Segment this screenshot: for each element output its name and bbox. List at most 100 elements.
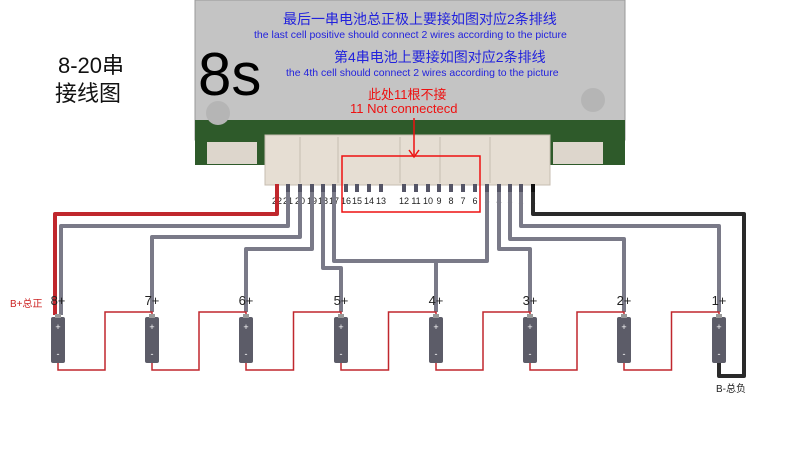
- battery-terminal: [621, 314, 627, 318]
- pin-label-16: 16: [341, 196, 351, 206]
- series-wire: [151, 311, 247, 371]
- main-connector: [264, 134, 551, 186]
- pin-17: [332, 184, 336, 192]
- pin-20: [298, 184, 302, 192]
- note2-cn: 第4串电池上要接如图对应2条排线: [334, 49, 546, 65]
- screw-left-icon: [206, 101, 230, 125]
- plus-sign: +: [243, 322, 248, 332]
- pin-4: [497, 184, 501, 192]
- wire-pin4: [497, 192, 532, 312]
- b-minus-label: B-总负: [716, 384, 746, 395]
- series-wire: [623, 311, 720, 371]
- wire-pin1-bminus: [531, 192, 746, 378]
- battery-cell-icon: [712, 317, 726, 363]
- pin-18: [321, 184, 325, 192]
- cell-label-7+: 7+: [145, 293, 160, 308]
- note2-en: the 4th cell should connect 2 wires acco…: [286, 67, 559, 79]
- pin-5: [485, 184, 489, 192]
- bms-board: [194, 0, 626, 141]
- pin-12: [402, 184, 406, 192]
- note3-en: 11 Not connectecd: [350, 101, 458, 116]
- plus-sign: +: [433, 322, 438, 332]
- pin-10: [426, 184, 430, 192]
- not-connected-box: [341, 155, 481, 213]
- battery-cell-icon: [51, 317, 65, 363]
- title-line2: 接线图: [55, 81, 122, 106]
- b-plus-label: B+总正: [10, 299, 43, 310]
- minus-sign: -: [435, 349, 438, 359]
- pin-13: [379, 184, 383, 192]
- pin-2: [519, 184, 523, 192]
- plus-sign: +: [55, 322, 60, 332]
- minus-sign: -: [57, 349, 60, 359]
- battery-cell-icon: [429, 317, 443, 363]
- pin-6: [473, 184, 477, 192]
- pin-label-11: 11: [411, 196, 420, 206]
- wire-pin3: [508, 192, 626, 312]
- note1-cn: 最后一串电池总正极上要接如图对应2条排线: [283, 11, 557, 27]
- pin-22: [275, 184, 279, 192]
- series-wire: [529, 311, 625, 371]
- pin-8: [449, 184, 453, 192]
- cell-label-1+: 1+: [712, 293, 727, 308]
- series-wire: [57, 311, 153, 371]
- pin-16: [344, 184, 348, 192]
- pin-15: [355, 184, 359, 192]
- cell-label-2+: 2+: [617, 293, 632, 308]
- battery-terminal: [716, 314, 722, 318]
- pin-19: [310, 184, 314, 192]
- pin-label-7: 7: [460, 196, 465, 206]
- pin-label-6: 6: [472, 196, 477, 206]
- plus-sign: +: [338, 322, 343, 332]
- minus-sign: -: [151, 349, 154, 359]
- cell-label-6+: 6+: [239, 293, 254, 308]
- plus-sign: +: [527, 322, 532, 332]
- battery-terminal: [433, 314, 439, 318]
- battery-terminal: [55, 314, 61, 318]
- pin-label-13: 13: [376, 196, 386, 206]
- minus-sign: -: [718, 349, 721, 359]
- screw-right-icon: [581, 88, 605, 112]
- cell-label-3+: 3+: [523, 293, 538, 308]
- minus-sign: -: [623, 349, 626, 359]
- wire-pin17: [332, 192, 438, 312]
- arrow-down-icon: [408, 149, 420, 159]
- wire-pin19: [244, 192, 314, 312]
- plus-sign: +: [149, 322, 154, 332]
- plus-sign: +: [621, 322, 626, 332]
- series-wire: [245, 311, 342, 371]
- battery-terminal: [338, 314, 344, 318]
- pin-21: [286, 184, 290, 192]
- wire-pin5: [436, 192, 489, 263]
- note3-cn: 此处11根不接: [368, 87, 447, 102]
- connector-small-right: [553, 142, 603, 164]
- cell-label-8+: 8+: [51, 293, 66, 308]
- minus-sign: -: [340, 349, 343, 359]
- pin-label-9: 9: [436, 196, 441, 206]
- pin-3: [508, 184, 512, 192]
- cell-label-4+: 4+: [429, 293, 444, 308]
- pin-label-14: 14: [364, 196, 374, 206]
- wire-pin20: [150, 192, 302, 312]
- minus-sign: -: [529, 349, 532, 359]
- cell-label-5+: 5+: [334, 293, 349, 308]
- wire-pin21: [59, 192, 290, 315]
- wire-pin2: [519, 192, 721, 312]
- battery-cell-icon: [239, 317, 253, 363]
- pin-9: [437, 184, 441, 192]
- note1-en: the last cell positive should connect 2 …: [254, 29, 567, 41]
- battery-cell-icon: [145, 317, 159, 363]
- plus-sign: +: [716, 322, 721, 332]
- minus-sign: -: [245, 349, 248, 359]
- wire-pin18: [321, 192, 343, 312]
- pin-label-12: 12: [399, 196, 409, 206]
- pin-14: [367, 184, 371, 192]
- pin-1: [531, 184, 535, 192]
- series-wire: [340, 311, 437, 371]
- connector-small-left: [207, 142, 257, 164]
- battery-cell-icon: [334, 317, 348, 363]
- battery-terminal: [243, 314, 249, 318]
- wire-pin22-bplus: [53, 192, 279, 315]
- pin-label-10: 10: [423, 196, 433, 206]
